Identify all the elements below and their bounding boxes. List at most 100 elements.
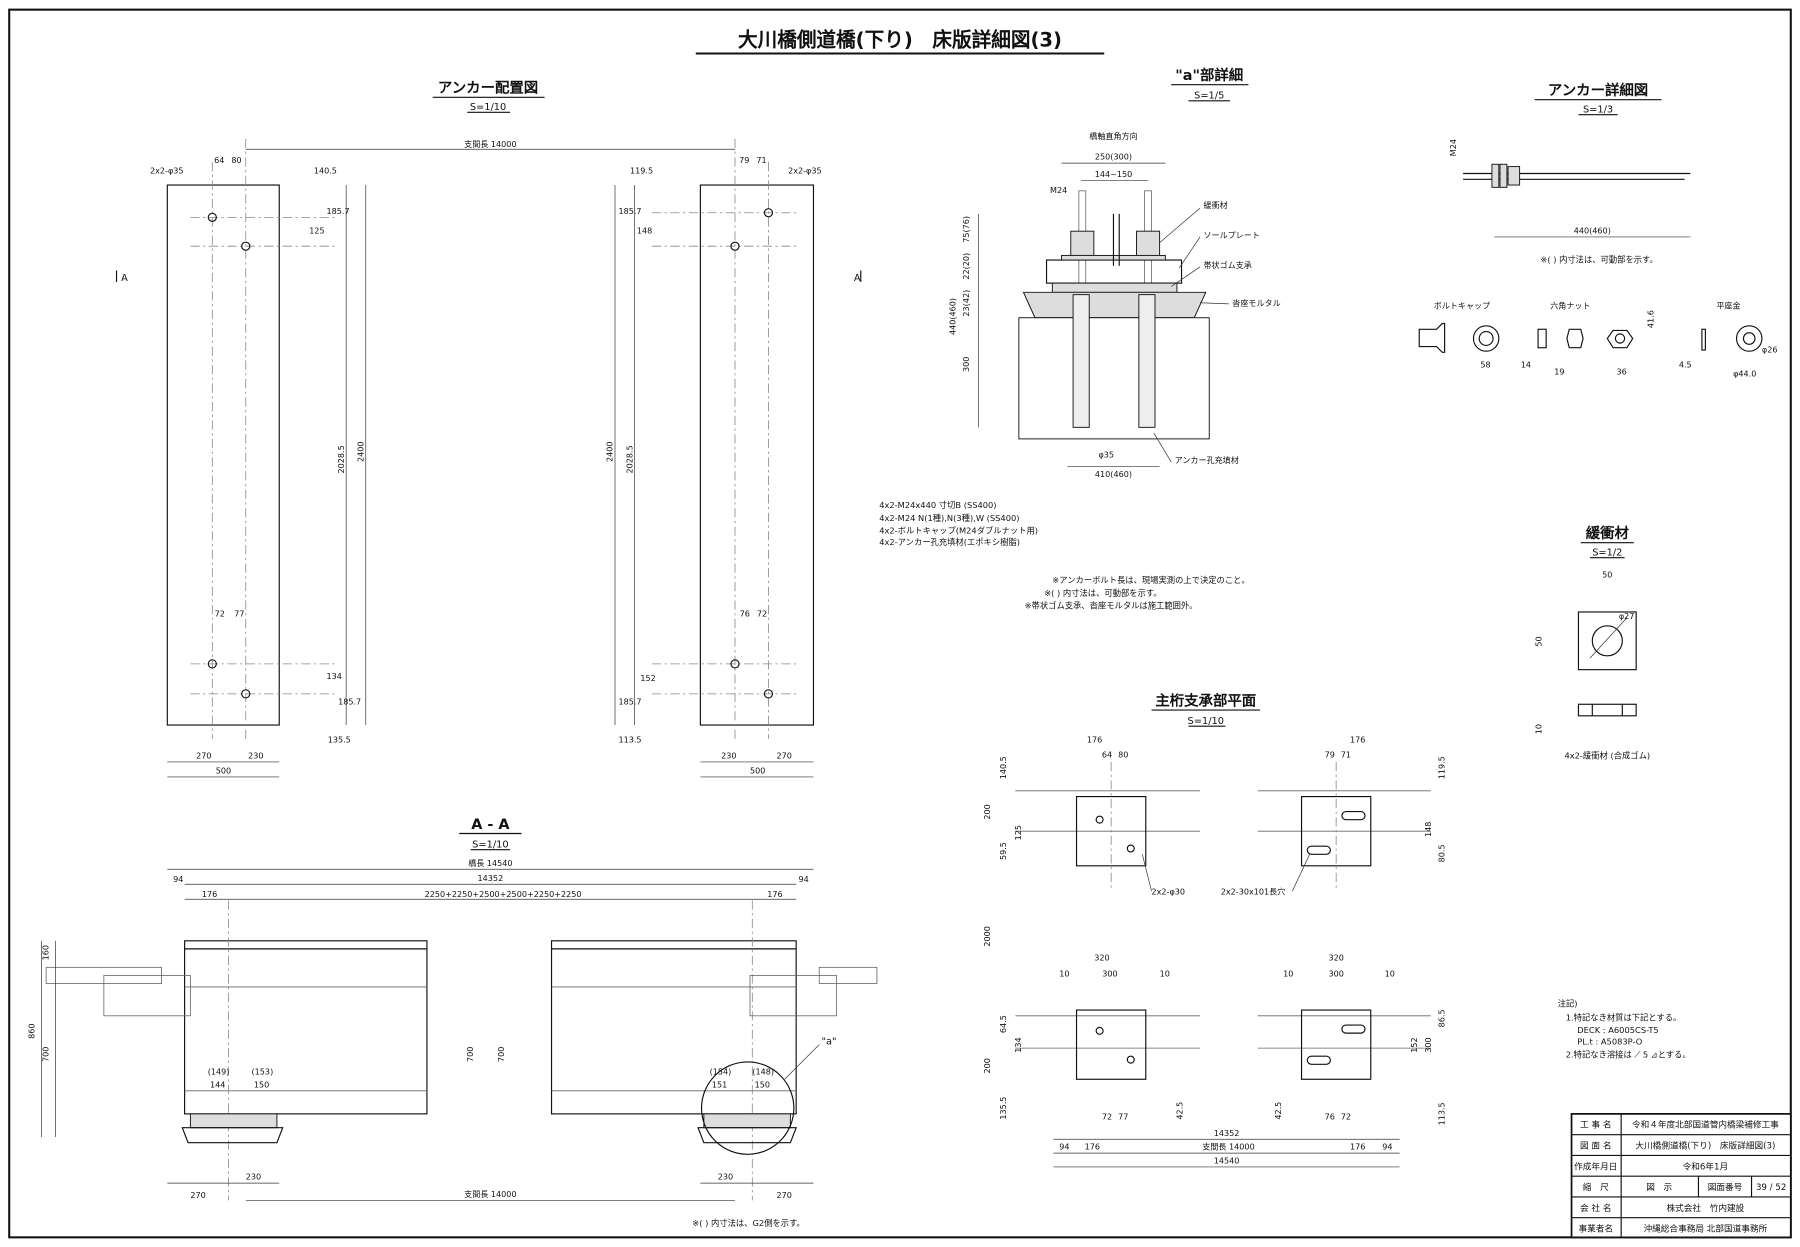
dimension-label: 2400	[356, 441, 365, 462]
dimension-label: 緩衝材	[1586, 524, 1630, 542]
dimension-label: 135.5	[328, 735, 351, 744]
drawing-line	[1491, 163, 1500, 188]
dimension-label: 縮 尺	[1583, 1181, 1609, 1193]
anchor-detail-view: アンカー詳細図 S=1/3 M24 440(460) ※( ) 内寸法は、可動部…	[1418, 81, 1778, 379]
dimension-label: 2028.5	[625, 445, 634, 473]
dimension-label: 200	[983, 804, 992, 819]
dimension-label: 152	[640, 674, 655, 683]
drawing-line	[1291, 854, 1310, 892]
dimension-label: 94	[1382, 1143, 1392, 1152]
dimension-label: 79	[739, 156, 749, 165]
dimension-label: 緩衝材	[1203, 200, 1227, 210]
dimension-label: 440(460)	[1574, 227, 1611, 236]
dimension-label: ※( ) 内寸法は、可動部を示す。	[1044, 588, 1161, 598]
anchor-layout-scale: S=1/10	[470, 102, 506, 113]
dimension-label: S=1/2	[1592, 547, 1622, 558]
dimension-label: 176	[1350, 1143, 1365, 1152]
drawing-line	[1701, 328, 1706, 351]
drawing-line	[241, 689, 251, 699]
dimension-label: 176	[202, 890, 217, 899]
drawing-line	[784, 1044, 820, 1080]
dimension-label: M24	[1050, 186, 1067, 195]
dimension-label: PL.t : A5083P-O	[1577, 1037, 1642, 1047]
drawing-line	[703, 1113, 791, 1129]
dimension-label: 59.5	[999, 842, 1008, 860]
hole-label-right: 2x2-φ35	[788, 167, 822, 176]
drawing-line	[1141, 854, 1152, 892]
dimension-label: 10	[1160, 970, 1170, 979]
drawing-line	[1300, 795, 1372, 867]
section-aa-view: A - A S=1/10 橋長 14540 14352 94 94 176 17…	[28, 817, 878, 1228]
dimension-label: 41.6	[1646, 310, 1655, 328]
drawing-line	[550, 940, 797, 1115]
dimension-label: 144	[210, 1080, 225, 1089]
dimension-label: 橋軸直角方向	[1089, 131, 1137, 141]
dimension-label: 94	[1059, 1143, 1069, 1152]
dimension-label: 六角ナット	[1550, 301, 1590, 311]
drawing-line	[1170, 266, 1201, 287]
dimension-label: 300	[1328, 970, 1343, 979]
dimension-label: 119.5	[1438, 756, 1447, 779]
dimension-label: 94	[798, 875, 808, 884]
dimension-label: 230	[246, 1173, 261, 1182]
dimension-label: 50	[1602, 570, 1612, 579]
drawing-line	[166, 184, 280, 726]
dimension-label: 36	[1617, 367, 1627, 376]
dimension-label: 橋長 14540	[468, 858, 512, 868]
dimension-label: 200	[983, 1058, 992, 1073]
detail-a-view: "a"部詳細 S=1/5 橋軸直角方向 250(300) 144~150 M24…	[879, 66, 1280, 610]
dimension-label: (148)	[752, 1068, 774, 1077]
dimension-label: 沓座モルタル	[1232, 298, 1280, 308]
drawing-line	[1614, 333, 1626, 344]
dimension-label: 4x2-M24x440 寸切B (SS400)	[879, 500, 996, 510]
dimension-label: 80	[231, 156, 241, 165]
dimension-label: 株式会社 竹内建設	[1667, 1202, 1745, 1214]
dimension-label: 176	[1087, 735, 1102, 744]
dimension-label: 151	[712, 1080, 727, 1089]
anchor-layout-view: アンカー配置図 S=1/10 支間長 14000 2x2-φ35 64 80 1…	[115, 80, 862, 778]
dimension-label: 支間長 14000	[464, 1189, 516, 1199]
dimension-label: 工 事 名	[1580, 1119, 1611, 1131]
dimension-label: S=1/3	[1583, 104, 1613, 115]
drawing-line	[1126, 844, 1135, 853]
bearing-plan-view: 主桁支承部平面 S=1/10 176 64 80 176 79 71 140.5…	[983, 691, 1447, 1168]
dimension-label: 1.特記なき材質は下記とする。	[1566, 1012, 1682, 1022]
dimension-label: 700	[466, 1047, 475, 1062]
dimension-label: 14540	[1214, 1157, 1240, 1166]
dimension-label: 270	[190, 1191, 205, 1200]
drawing-line	[763, 689, 774, 699]
drawing-line	[181, 1127, 284, 1144]
drawing-line	[1577, 611, 1637, 671]
drawing-line	[1178, 236, 1201, 269]
drawing-line	[1537, 328, 1547, 349]
dimension-label: 144~150	[1095, 170, 1133, 179]
dimension-label: 125	[1014, 825, 1023, 840]
dimension-label: 140.5	[314, 167, 337, 176]
dimension-label: 沖縄総合事務局 北部国道事務所	[1644, 1223, 1768, 1235]
drawing-line	[1742, 332, 1756, 345]
dimension-label: 2250+2250+2500+2500+2250+2250	[425, 890, 582, 899]
dimension-label: 79	[1325, 750, 1335, 759]
dimension-label: φ44.0	[1733, 370, 1756, 379]
drawing-line	[1499, 163, 1508, 188]
dimension-label: 230	[721, 752, 736, 761]
dimension-label: 320	[1328, 953, 1343, 962]
drawing-line	[1591, 625, 1623, 657]
dimension-label: 19	[1554, 367, 1564, 376]
dimension-label: 4x2-アンカー孔充填材(エポキシ樹脂)	[879, 537, 1020, 547]
dimension-label: 図 示	[1646, 1182, 1672, 1193]
dimension-label: 230	[718, 1173, 733, 1182]
dimension-label: 230	[248, 752, 263, 761]
cushion-view: 緩衝材 S=1/2 50 φ27 50 10 4x2-緩衝材 (合成ゴム)	[1535, 524, 1651, 760]
dimension-label: DECK : A6005CS-T5	[1577, 1025, 1658, 1035]
dimension-label: ※( ) 内寸法は、G2側を示す。	[692, 1218, 805, 1228]
drawing-line	[1075, 1009, 1147, 1080]
dimension-label: アンカー詳細図	[1548, 81, 1648, 99]
dimension-label: 119.5	[630, 167, 653, 176]
dimension-label: S=1/10	[1188, 716, 1224, 727]
dimension-label: φ26	[1762, 345, 1778, 354]
dimension-label: 500	[216, 767, 231, 776]
drawing-title: 大川橋側道橋(下り) 床版詳細図(3)	[738, 29, 1062, 52]
dimension-label: 14352	[478, 874, 504, 883]
drawing-line	[763, 208, 774, 218]
